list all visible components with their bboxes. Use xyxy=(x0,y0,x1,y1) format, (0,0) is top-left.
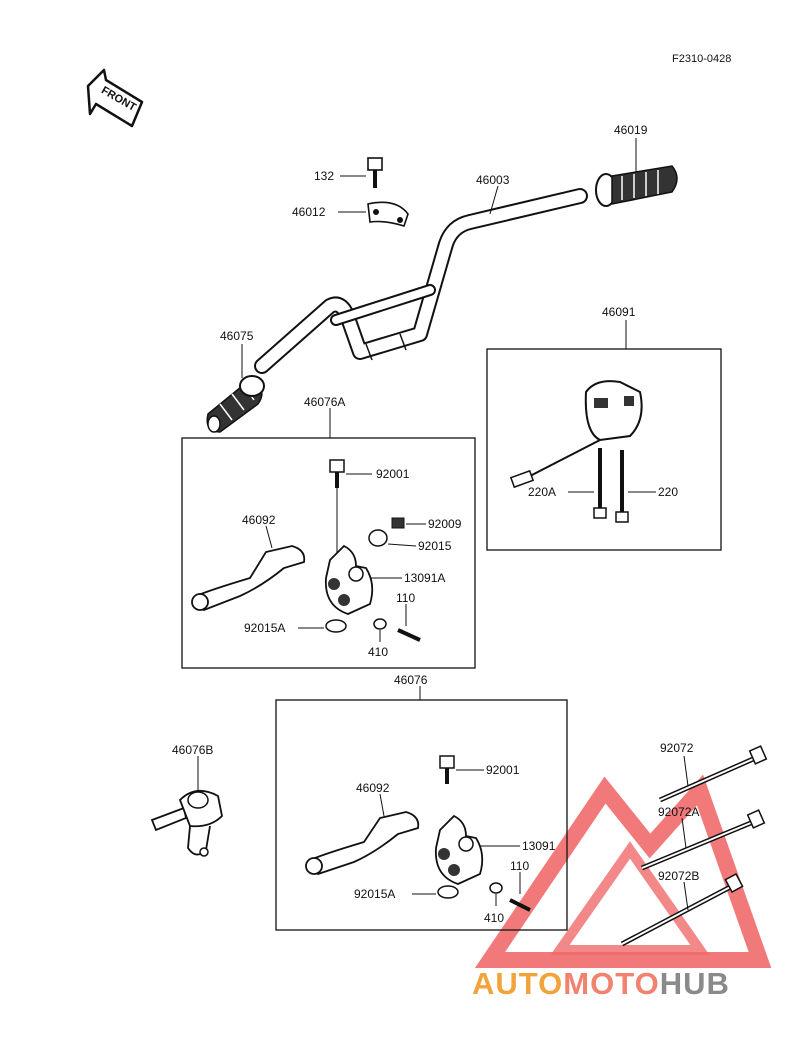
handlebar-46003-icon xyxy=(254,185,588,374)
switch-assembly-box xyxy=(486,348,722,551)
label-46003: 46003 xyxy=(476,173,510,187)
label-92072B: 92072B xyxy=(658,869,699,883)
cable-ties-92072-icon xyxy=(620,745,768,947)
label-110-top: 110 xyxy=(396,591,415,605)
grip-46075-icon xyxy=(206,344,265,433)
label-220: 220 xyxy=(658,485,678,499)
label-92015A-bottom: 92015A xyxy=(354,887,395,901)
brand-logo-triangle xyxy=(474,774,772,968)
label-92072: 92072 xyxy=(660,741,694,755)
label-410-bottom: 410 xyxy=(484,911,504,925)
label-92015: 92015 xyxy=(418,539,452,553)
brand-part-hub: HUB xyxy=(660,966,730,1001)
label-110-bottom: 110 xyxy=(510,859,529,873)
lever-46076-icon xyxy=(305,755,531,912)
bolt-132-icon xyxy=(340,157,383,188)
lever-46076A-icon xyxy=(191,459,426,642)
brand-text: AUTOMOTOHUB xyxy=(472,966,730,1001)
label-92015A-top: 92015A xyxy=(244,621,285,635)
lever-46076A-box xyxy=(181,437,476,669)
label-46092-top: 46092 xyxy=(242,513,276,527)
label-92009: 92009 xyxy=(428,517,462,531)
brand-logo: AUTOMOTOHUB xyxy=(472,966,730,1001)
label-46076B: 46076B xyxy=(172,743,213,757)
label-92001-bottom: 92001 xyxy=(486,763,520,777)
label-13091A: 13091A xyxy=(404,571,445,585)
label-46076A: 46076A xyxy=(304,395,345,409)
grip-46019-icon xyxy=(595,138,678,207)
label-46076: 46076 xyxy=(394,673,428,687)
label-92001-top: 92001 xyxy=(376,467,410,481)
label-46091: 46091 xyxy=(602,305,636,319)
brand-part-auto: AUTO xyxy=(472,966,563,1001)
diagram-code: F2310-0428 xyxy=(672,53,731,65)
perch-46076B-icon xyxy=(150,790,223,857)
clamp-46012-icon xyxy=(338,201,409,227)
brand-part-moto: MOTO xyxy=(563,966,659,1001)
label-220A: 220A xyxy=(528,485,556,499)
label-132: 132 xyxy=(314,169,334,183)
label-46075: 46075 xyxy=(220,329,254,343)
label-410-top: 410 xyxy=(368,645,388,659)
label-46092-bottom: 46092 xyxy=(356,781,390,795)
front-arrow-icon: FRONT xyxy=(86,68,144,128)
label-46012: 46012 xyxy=(292,205,326,219)
switch-46091-icon xyxy=(509,380,656,523)
label-13091: 13091 xyxy=(522,839,556,853)
lever-46076-box xyxy=(275,699,568,931)
label-92072A: 92072A xyxy=(658,805,699,819)
label-46019: 46019 xyxy=(614,123,648,137)
